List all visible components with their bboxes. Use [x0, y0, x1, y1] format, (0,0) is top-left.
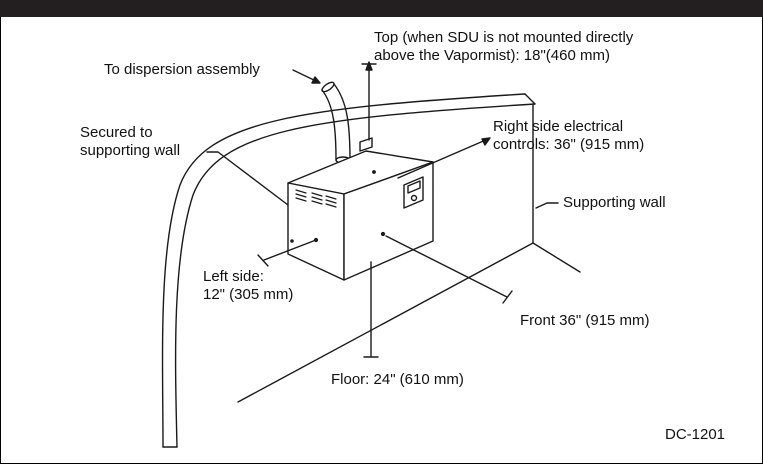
secured-leader	[206, 151, 289, 206]
top-dimension-line	[361, 61, 377, 141]
dispersion-label: To dispersion assembly	[104, 61, 260, 78]
supporting-wall-label: Supporting wall	[563, 194, 666, 211]
left-side-label-line2: 12" (305 mm)	[203, 286, 294, 303]
left-side-label-line1: Left side:	[203, 268, 264, 285]
top-clearance-label-line1: Top (when SDU is not mounted directly	[374, 29, 634, 46]
left-side-dimension-line	[257, 239, 317, 267]
top-clearance-label-line2: above the Vapormist): 18"(460 mm)	[374, 47, 610, 64]
humidifier-box[interactable]	[287, 150, 434, 281]
dispersion-leader	[292, 69, 321, 84]
tube-collar	[359, 137, 373, 152]
box-vents	[290, 170, 386, 243]
header-bar	[0, 0, 763, 17]
right-side-dimension-line	[397, 137, 491, 179]
floor-dimension-line	[363, 261, 379, 358]
supporting-wall-leader	[535, 202, 559, 209]
drawing-number: DC-1201	[665, 426, 726, 443]
floor-outline	[161, 93, 536, 448]
wall-corner-lines	[237, 103, 581, 403]
secured-label-line2: supporting wall	[80, 142, 181, 159]
secured-label-line1: Secured to	[80, 124, 153, 141]
front-clearance-label: Front 36" (915 mm)	[520, 312, 650, 329]
right-side-label-line1: Right side electrical	[493, 118, 624, 135]
floor-clearance-label: Floor: 24" (610 mm)	[331, 371, 464, 388]
right-side-label-line2: controls: 36" (915 mm)	[493, 136, 645, 153]
control-panel[interactable]	[403, 176, 424, 209]
front-dimension-line	[385, 235, 513, 304]
